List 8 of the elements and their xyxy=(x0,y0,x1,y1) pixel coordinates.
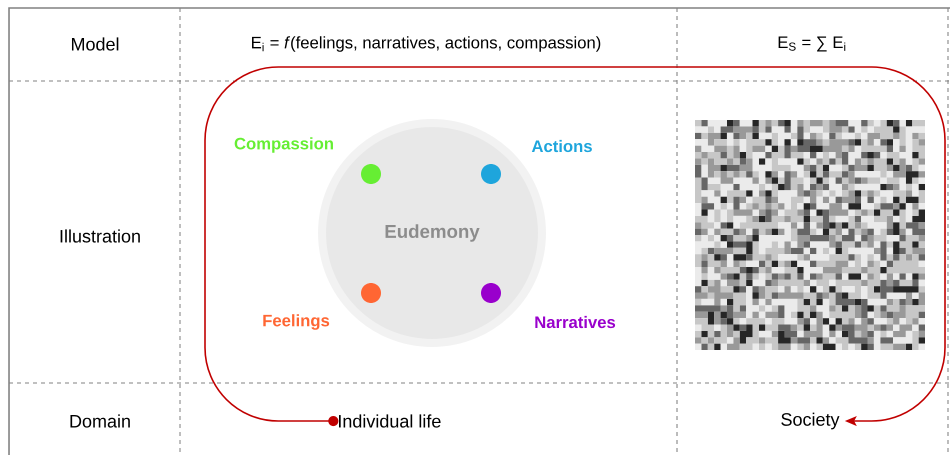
row-header: Illustration xyxy=(60,229,140,243)
domain-text: Society xyxy=(781,412,840,430)
arrow xyxy=(204,66,946,426)
row-header: Domain xyxy=(70,414,130,428)
row-header: Model xyxy=(72,37,118,51)
formula: E$_{i}$ = f(feelings, narratives, actions, compassion) xyxy=(252,36,600,52)
domain-text: Individual life xyxy=(339,414,441,428)
formula: E$_{S}$ = ∑ E$_{i}$ xyxy=(778,36,846,52)
